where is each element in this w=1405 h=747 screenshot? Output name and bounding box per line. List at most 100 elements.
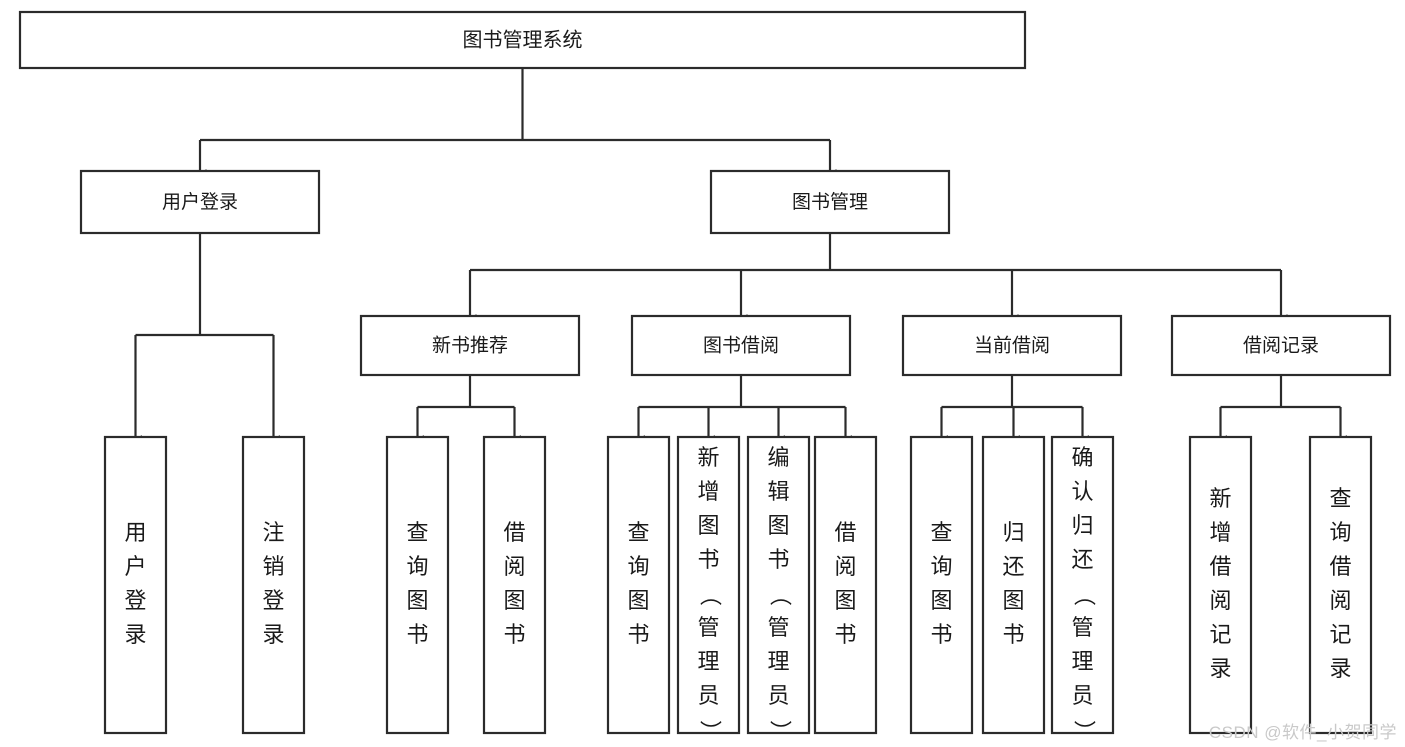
leaf-node-5-char: （: [698, 584, 723, 606]
leaf-node-4-char: 图: [627, 588, 649, 613]
leaf-node-10-char: 认: [1071, 479, 1093, 504]
leaf-node-10-char: 管: [1071, 615, 1093, 640]
leaf-node-2-char: 图: [406, 588, 428, 613]
leaf-node-1-char: 登: [262, 588, 284, 613]
leaf-node-0-box: [103, 435, 168, 735]
leaf-node-8-box: [909, 435, 974, 735]
level3-node-book-borrow-box: [630, 314, 852, 377]
level3-node-book-borrow[interactable]: 图书借阅: [630, 314, 852, 377]
leaf-node-2-box: [385, 435, 450, 735]
level3-node-current-borrow[interactable]: 当前借阅: [901, 314, 1123, 377]
leaf-node-4-char: 查: [627, 520, 649, 545]
leaf-node-4-box: [606, 435, 671, 735]
leaf-node-3-char: 阅: [503, 554, 525, 579]
leaf-node-6-char: 管: [767, 615, 789, 640]
level3-node-book-borrow-label: 图书借阅: [703, 335, 779, 357]
root-node-book-management-system-label: 图书管理系统: [463, 28, 583, 51]
leaf-node-5-char: 书: [697, 547, 719, 572]
level2-node-book-manage-label: 图书管理: [792, 191, 868, 213]
leaf-node-3-char: 书: [503, 622, 525, 647]
leaf-node-11-char: 新: [1209, 486, 1231, 511]
level2-node-user-login-box: [79, 169, 321, 235]
root-node-book-management-system-box: [18, 10, 1027, 70]
leaf-node-11-char: 记: [1209, 622, 1231, 647]
leaf-node-6-char: （: [768, 584, 793, 606]
leaf-node-9-char: 还: [1002, 554, 1024, 579]
leaf-node-0[interactable]: 用户登录: [103, 435, 168, 735]
leaf-node-10-char: （: [1072, 584, 1097, 606]
leaf-node-5-char: 新: [697, 445, 719, 470]
leaf-node-11-char: 阅: [1209, 588, 1231, 613]
leaf-node-5-char: 员: [697, 683, 719, 708]
level3-node-new-book-recommend[interactable]: 新书推荐: [359, 314, 581, 377]
leaf-node-3-char: 借: [503, 520, 525, 545]
leaf-node-9-box: [981, 435, 1046, 735]
leaf-node-6-box: [746, 435, 811, 735]
leaf-node-10-char: 还: [1071, 547, 1093, 572]
leaf-node-5-char: 管: [697, 615, 719, 640]
connector-layer: [129, 68, 1347, 446]
leaf-node-11-char: 借: [1209, 554, 1231, 579]
level2-node-book-manage[interactable]: 图书管理: [709, 169, 951, 235]
node-layer: 图书管理系统用户登录图书管理新书推荐图书借阅当前借阅借阅记录用户登录注销登录查询…: [18, 10, 1392, 742]
leaf-node-12-char: 询: [1329, 520, 1351, 545]
leaf-node-6-char: 辑: [767, 479, 789, 504]
level2-node-user-login-label: 用户登录: [162, 191, 238, 213]
leaf-node-5-char: ）: [698, 720, 723, 742]
leaf-node-9-char: 归: [1002, 520, 1024, 545]
leaf-node-6-char: 书: [767, 547, 789, 572]
level3-node-current-borrow-box: [901, 314, 1123, 377]
level3-node-borrow-record[interactable]: 借阅记录: [1170, 314, 1392, 377]
leaf-node-6-char: 理: [767, 649, 789, 674]
leaf-node-11-box: [1188, 435, 1253, 735]
leaf-node-3-char: 图: [503, 588, 525, 613]
level2-node-user-login[interactable]: 用户登录: [79, 169, 321, 235]
level3-node-new-book-recommend-label: 新书推荐: [432, 335, 508, 357]
leaf-node-0-char: 用: [124, 520, 146, 545]
leaf-node-2-char: 书: [406, 622, 428, 647]
leaf-node-7-box: [813, 435, 878, 735]
leaf-node-1-char: 销: [262, 554, 284, 579]
leaf-node-6-char: 编: [767, 445, 789, 470]
leaf-node-8-char: 查: [930, 520, 952, 545]
leaf-node-12-char: 借: [1329, 554, 1351, 579]
leaf-node-10-char: 理: [1071, 649, 1093, 674]
leaf-node-8-char: 书: [930, 622, 952, 647]
leaf-node-8-char: 询: [930, 554, 952, 579]
leaf-node-8-char: 图: [930, 588, 952, 613]
leaf-node-3-box: [482, 435, 547, 735]
leaf-node-5-char: 理: [697, 649, 719, 674]
leaf-node-1-char: 录: [262, 622, 284, 647]
leaf-node-4-char: 询: [627, 554, 649, 579]
leaf-node-12-char: 录: [1329, 656, 1351, 681]
level3-node-borrow-record-label: 借阅记录: [1243, 335, 1319, 357]
leaf-node-12-char: 记: [1329, 622, 1351, 647]
leaf-node-2-char: 询: [406, 554, 428, 579]
leaf-node-6-char: 员: [767, 683, 789, 708]
leaf-node-5-char: 图: [697, 513, 719, 538]
leaf-node-0-char: 登: [124, 588, 146, 613]
leaf-node-7-char: 图: [834, 588, 856, 613]
leaf-node-7-char: 书: [834, 622, 856, 647]
root-node-book-management-system[interactable]: 图书管理系统: [18, 10, 1027, 70]
level3-node-borrow-record-box: [1170, 314, 1392, 377]
leaf-node-11-char: 录: [1209, 656, 1231, 681]
leaf-node-10-char: ）: [1072, 720, 1097, 742]
leaf-node-0-char: 录: [124, 622, 146, 647]
level2-node-book-manage-box: [709, 169, 951, 235]
level3-node-new-book-recommend-box: [359, 314, 581, 377]
leaf-node-4-char: 书: [627, 622, 649, 647]
